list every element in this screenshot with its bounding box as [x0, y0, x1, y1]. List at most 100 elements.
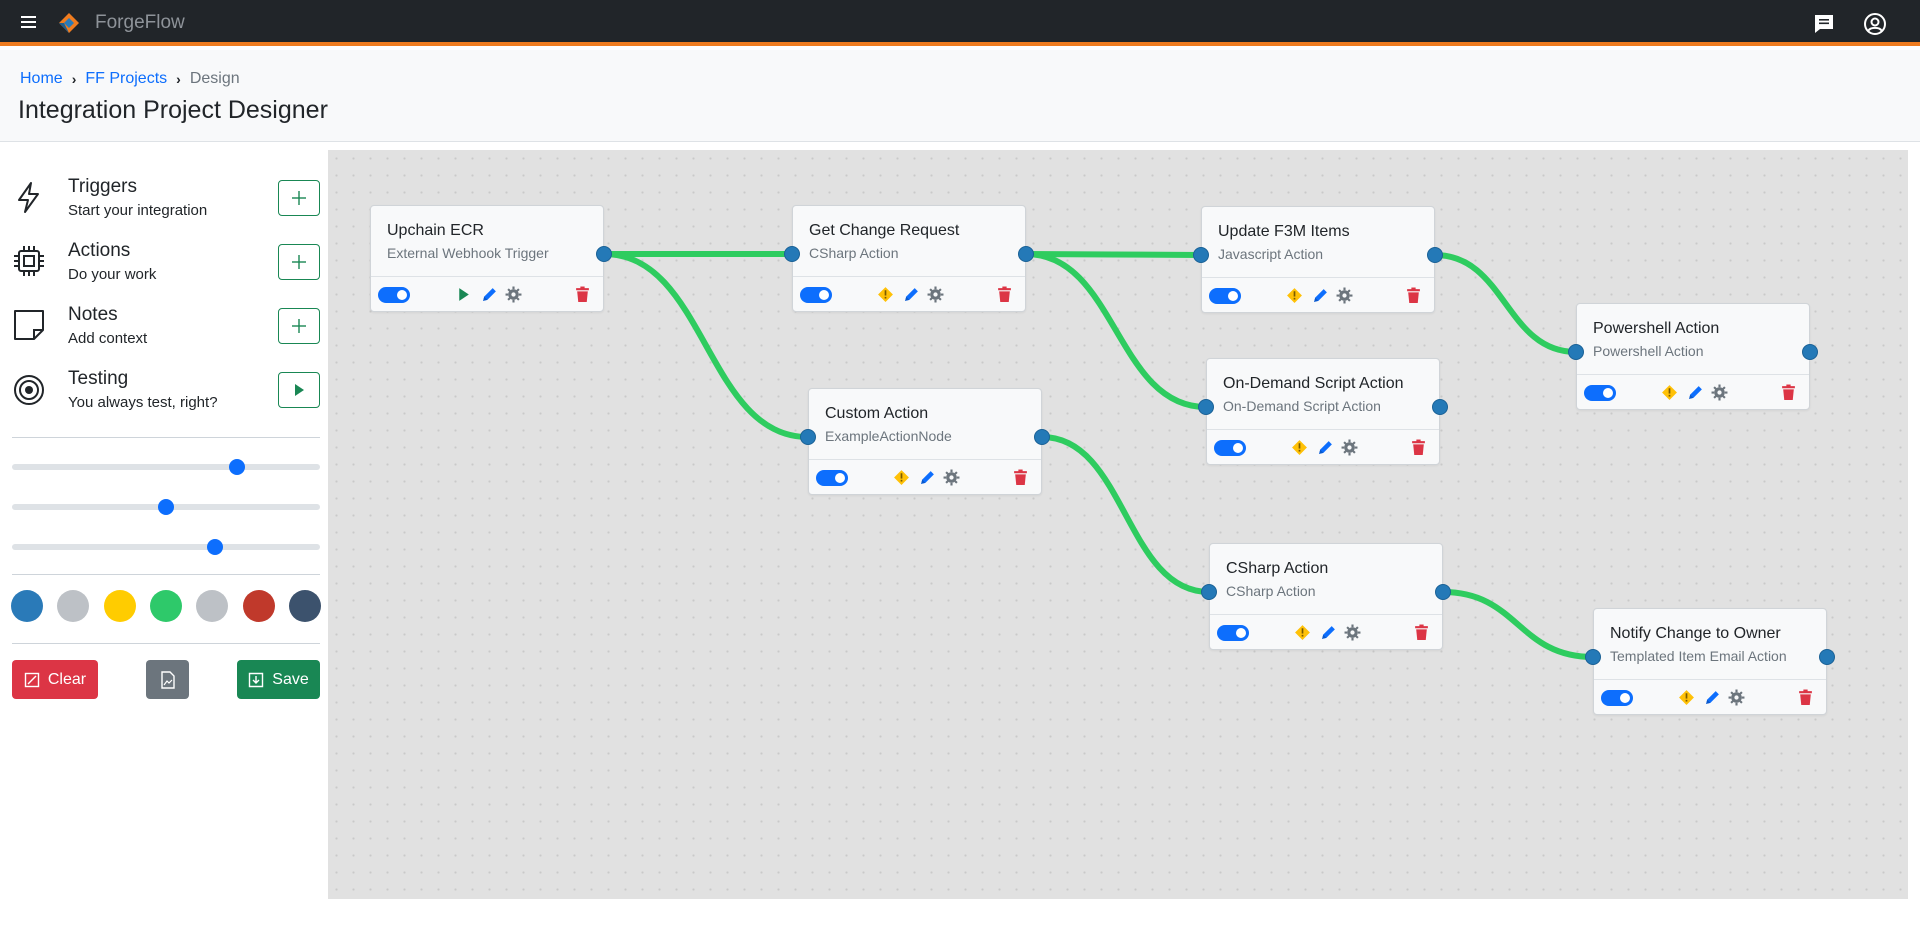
settings-gear-icon[interactable]: [1728, 689, 1745, 706]
delete-trash-icon[interactable]: [1780, 384, 1797, 401]
color-swatch-navy[interactable]: [289, 590, 321, 622]
node-enable-toggle[interactable]: [1209, 288, 1241, 304]
hamburger-menu-icon[interactable]: [20, 13, 37, 30]
breadcrumb-home-link[interactable]: Home: [20, 70, 63, 87]
breadcrumb-projects-link[interactable]: FF Projects: [85, 70, 168, 87]
connection-wire[interactable]: [1432, 252, 1579, 355]
warning-icon[interactable]: [1661, 384, 1678, 401]
warning-icon[interactable]: [893, 469, 910, 486]
node-enable-toggle[interactable]: [378, 287, 410, 303]
edit-pencil-icon[interactable]: [1317, 439, 1334, 456]
delete-trash-icon[interactable]: [574, 286, 591, 303]
slider-thumb[interactable]: [228, 459, 245, 475]
connection-wire[interactable]: [1023, 251, 1209, 410]
settings-gear-icon[interactable]: [505, 286, 522, 303]
warning-icon[interactable]: [1291, 439, 1308, 456]
edit-pencil-icon[interactable]: [481, 286, 498, 303]
color-swatch-yellow[interactable]: [104, 590, 136, 622]
delete-trash-icon[interactable]: [1405, 287, 1422, 304]
palette-item-actions[interactable]: Actions Do your work: [10, 240, 320, 298]
palette-item-testing[interactable]: Testing You always test, right?: [10, 368, 320, 426]
node-enable-toggle[interactable]: [1601, 690, 1633, 706]
node-enable-toggle[interactable]: [1214, 440, 1246, 456]
node-input-port[interactable]: [1201, 584, 1217, 600]
connection-wire[interactable]: [1023, 251, 1204, 258]
slider-thumb[interactable]: [158, 499, 174, 515]
export-button[interactable]: [146, 660, 189, 699]
delete-trash-icon[interactable]: [996, 286, 1013, 303]
color-swatch-light-gray[interactable]: [196, 590, 228, 622]
settings-gear-icon[interactable]: [1344, 624, 1361, 641]
edit-pencil-icon[interactable]: [903, 286, 920, 303]
forgeflow-logo-icon[interactable]: [58, 12, 80, 34]
node-enable-toggle[interactable]: [1217, 625, 1249, 641]
settings-gear-icon[interactable]: [1341, 439, 1358, 456]
add-note-button[interactable]: [278, 308, 320, 344]
color-swatch-green[interactable]: [150, 590, 182, 622]
node-input-port[interactable]: [784, 246, 800, 262]
node-enable-toggle[interactable]: [816, 470, 848, 486]
connection-wire[interactable]: [1039, 434, 1212, 595]
node-enable-toggle[interactable]: [1584, 385, 1616, 401]
delete-trash-icon[interactable]: [1413, 624, 1430, 641]
node-output-port[interactable]: [1435, 584, 1451, 600]
node-output-port[interactable]: [596, 246, 612, 262]
canvas-slider-1[interactable]: [12, 457, 320, 477]
settings-gear-icon[interactable]: [1711, 384, 1728, 401]
delete-trash-icon[interactable]: [1410, 439, 1427, 456]
node-output-port[interactable]: [1432, 399, 1448, 415]
user-account-icon[interactable]: [1863, 12, 1887, 36]
node-output-port[interactable]: [1802, 344, 1818, 360]
edit-pencil-icon[interactable]: [1320, 624, 1337, 641]
edit-pencil-icon[interactable]: [1687, 384, 1704, 401]
connection-wire[interactable]: [601, 251, 811, 440]
node-input-port[interactable]: [800, 429, 816, 445]
node-output-port[interactable]: [1018, 246, 1034, 262]
canvas-slider-2[interactable]: [12, 497, 320, 517]
brand-name[interactable]: ForgeFlow: [95, 12, 185, 33]
node-input-port[interactable]: [1585, 649, 1601, 665]
slider-thumb[interactable]: [207, 539, 224, 555]
node-input-port[interactable]: [1198, 399, 1214, 415]
node-enable-toggle[interactable]: [800, 287, 832, 303]
palette-item-notes[interactable]: Notes Add context: [10, 304, 320, 362]
canvas-slider-3[interactable]: [12, 537, 320, 557]
settings-gear-icon[interactable]: [1336, 287, 1353, 304]
warning-icon[interactable]: [1678, 689, 1695, 706]
add-action-button[interactable]: [278, 244, 320, 280]
node-output-port[interactable]: [1819, 649, 1835, 665]
warning-icon[interactable]: [1294, 624, 1311, 641]
color-swatch-blue[interactable]: [11, 590, 43, 622]
delete-trash-icon[interactable]: [1797, 689, 1814, 706]
settings-gear-icon[interactable]: [943, 469, 960, 486]
clear-button[interactable]: Clear: [12, 660, 98, 699]
palette-item-triggers[interactable]: Triggers Start your integration: [10, 176, 320, 234]
add-trigger-button[interactable]: [278, 180, 320, 216]
node-output-port[interactable]: [1427, 247, 1443, 263]
edit-pencil-icon[interactable]: [1312, 287, 1329, 304]
edit-pencil-icon[interactable]: [919, 469, 936, 486]
connection-wire[interactable]: [1440, 589, 1596, 660]
warning-icon[interactable]: [877, 286, 894, 303]
chat-icon[interactable]: [1812, 12, 1836, 36]
run-test-button[interactable]: [278, 372, 320, 408]
node-input-port[interactable]: [1193, 247, 1209, 263]
node-input-port[interactable]: [1568, 344, 1584, 360]
edit-pencil-icon[interactable]: [1704, 689, 1721, 706]
color-swatch-red[interactable]: [243, 590, 275, 622]
run-trigger-icon[interactable]: [455, 286, 472, 303]
color-swatch-gray[interactable]: [57, 590, 89, 622]
save-button[interactable]: Save: [237, 660, 320, 699]
delete-trash-icon[interactable]: [1012, 469, 1029, 486]
settings-gear-icon[interactable]: [927, 286, 944, 303]
node-output-port[interactable]: [1034, 429, 1050, 445]
